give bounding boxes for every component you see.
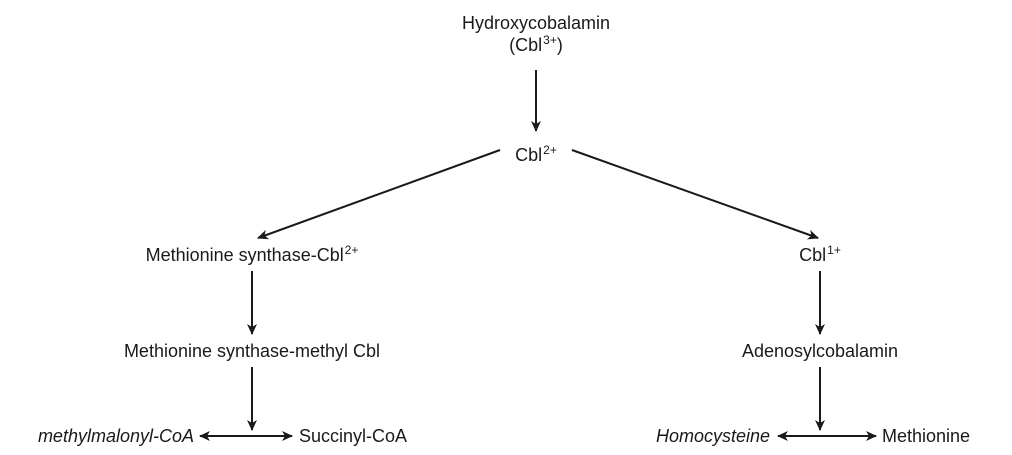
arrow-cbl2-to-ms-cbl2: [257, 149, 501, 240]
hydroxycobalamin-label: Hydroxycobalamin: [461, 13, 611, 33]
node-cbl2: Cbl2+: [515, 143, 557, 165]
node-methionine: Methionine: [882, 426, 971, 446]
node-cbl1: Cbl1+: [799, 243, 841, 265]
node-adenosylcobalamin: Adenosylcobalamin: [741, 341, 899, 361]
node-homocysteine: Homocysteine: [655, 426, 770, 446]
node-succinyl-coa: Succinyl-CoA: [299, 426, 408, 446]
node-methionine-synthase-cbl2: Methionine synthase-Cbl2+: [145, 243, 359, 265]
node-methylmalonyl-coa: methylmalonyl-CoA: [37, 426, 194, 446]
arrow-cbl2-to-cbl1: [571, 149, 819, 240]
hydroxycobalamin-formula: (Cbl3+): [509, 33, 563, 55]
node-hydroxycobalamin: Hydroxycobalamin (Cbl3+): [462, 12, 610, 58]
node-methionine-synthase-methyl-cbl: Methionine synthase-methyl Cbl: [123, 341, 381, 361]
